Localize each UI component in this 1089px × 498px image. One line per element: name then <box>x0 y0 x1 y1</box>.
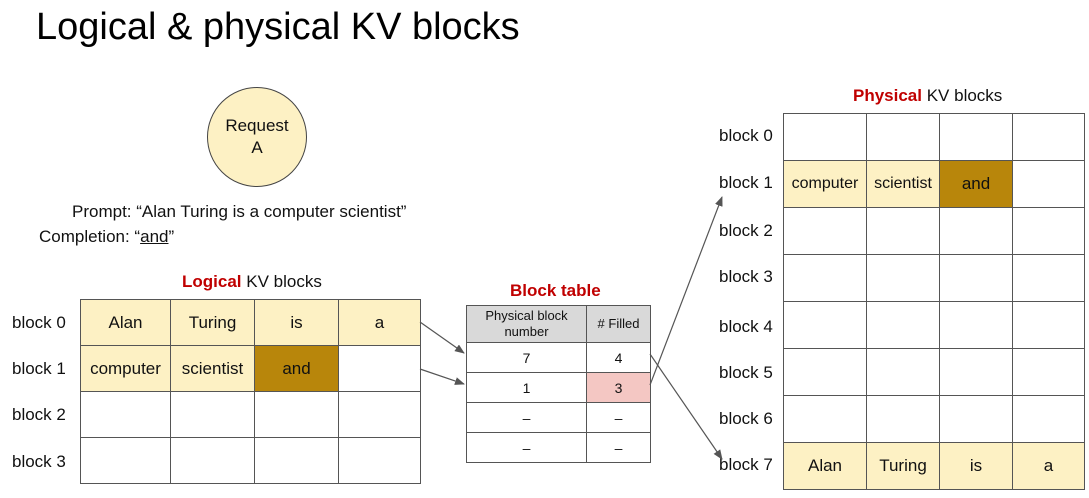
logical-cell <box>80 437 171 484</box>
block-table-cell-highlight: 3 <box>586 372 651 403</box>
completion-text: Completion: “and” <box>39 227 174 247</box>
logical-heading-rest: KV blocks <box>241 272 322 291</box>
logical-cell <box>338 345 421 392</box>
physical-cell <box>1012 113 1085 161</box>
physical-row-label-7: block 7 <box>719 455 773 474</box>
request-circle: Request A <box>207 87 307 187</box>
logical-kv-table: Alan Turing is a computer scientist and <box>80 299 421 484</box>
physical-block-row: computer scientist and <box>783 160 1085 208</box>
physical-heading: Physical KV blocks <box>853 86 1002 106</box>
physical-cell <box>866 113 940 161</box>
block-table-cell: – <box>586 432 651 463</box>
physical-block-row <box>783 348 1085 396</box>
physical-cell <box>939 207 1013 255</box>
physical-cell <box>866 395 940 443</box>
logical-heading-red: Logical <box>182 272 242 291</box>
arrow-logical0-to-table <box>419 321 465 354</box>
logical-heading: Logical KV blocks <box>182 272 322 292</box>
logical-cell <box>254 391 339 438</box>
logical-row-label-0: block 0 <box>12 313 66 332</box>
logical-block-row: computer scientist and <box>80 345 421 392</box>
physical-kv-table: computer scientist and Alan Turing is <box>783 113 1085 490</box>
physical-cell <box>866 254 940 302</box>
block-table-header-row: Physical block number # Filled <box>466 305 651 343</box>
physical-cell: scientist <box>866 160 940 208</box>
arrow-table-to-physical7 <box>649 353 723 460</box>
physical-cell: Turing <box>866 442 940 490</box>
arrow-table-to-physical1 <box>649 196 723 386</box>
logical-cell <box>80 391 171 438</box>
physical-block-row: Alan Turing is a <box>783 442 1085 490</box>
slide-title: Logical & physical KV blocks <box>36 6 520 48</box>
logical-cell <box>254 437 339 484</box>
block-table-header-filled: # Filled <box>586 305 651 343</box>
logical-block-row <box>80 437 421 484</box>
block-table-header-physical: Physical block number <box>466 305 587 343</box>
physical-cell <box>1012 301 1085 349</box>
block-table-cell: 4 <box>586 342 651 373</box>
logical-cell: is <box>254 299 339 346</box>
logical-row-label-1: block 1 <box>12 359 66 378</box>
logical-cell: a <box>338 299 421 346</box>
physical-block-row <box>783 254 1085 302</box>
physical-cell <box>866 207 940 255</box>
physical-row-label-5: block 5 <box>719 363 773 382</box>
block-table-cell: – <box>466 432 587 463</box>
physical-cell: is <box>939 442 1013 490</box>
logical-cell: computer <box>80 345 171 392</box>
physical-cell <box>939 395 1013 443</box>
physical-cell <box>783 254 867 302</box>
logical-row-label-3: block 3 <box>12 452 66 471</box>
block-table-cell: 1 <box>466 372 587 403</box>
physical-row-label-0: block 0 <box>719 126 773 145</box>
physical-row-label-1: block 1 <box>719 173 773 192</box>
physical-heading-red: Physical <box>853 86 922 105</box>
completion-word: and <box>140 227 169 246</box>
block-table-row: – – <box>466 432 651 463</box>
logical-cell <box>338 437 421 484</box>
logical-cell <box>170 437 255 484</box>
physical-cell <box>939 254 1013 302</box>
physical-heading-rest: KV blocks <box>922 86 1003 105</box>
physical-cell <box>783 113 867 161</box>
block-table-heading: Block table <box>510 281 601 300</box>
logical-cell-new-token: and <box>254 345 339 392</box>
physical-row-label-6: block 6 <box>719 409 773 428</box>
physical-cell <box>866 301 940 349</box>
physical-cell <box>1012 207 1085 255</box>
logical-cell: scientist <box>170 345 255 392</box>
physical-row-label-4: block 4 <box>719 317 773 336</box>
request-label-line2: A <box>251 138 263 157</box>
physical-cell: Alan <box>783 442 867 490</box>
arrow-logical1-to-table <box>419 368 465 385</box>
block-table-row: 1 3 <box>466 372 651 403</box>
physical-cell: a <box>1012 442 1085 490</box>
physical-row-label-2: block 2 <box>719 221 773 240</box>
block-table-cell: – <box>586 402 651 433</box>
completion-prefix: Completion: “ <box>39 227 141 246</box>
logical-block-row: Alan Turing is a <box>80 299 421 346</box>
block-table: Physical block number # Filled 7 4 1 3 –… <box>466 305 651 463</box>
logical-cell: Turing <box>170 299 255 346</box>
block-table-row: 7 4 <box>466 342 651 373</box>
physical-row-label-3: block 3 <box>719 267 773 286</box>
logical-row-label-2: block 2 <box>12 405 66 424</box>
request-label-line1: Request <box>225 116 289 135</box>
physical-block-row <box>783 301 1085 349</box>
physical-cell-new-token: and <box>939 160 1013 208</box>
logical-cell: Alan <box>80 299 171 346</box>
completion-suffix: ” <box>168 227 175 246</box>
physical-cell <box>1012 160 1085 208</box>
logical-block-row <box>80 391 421 438</box>
prompt-text: Prompt: “Alan Turing is a computer scien… <box>72 202 407 221</box>
physical-cell <box>1012 254 1085 302</box>
